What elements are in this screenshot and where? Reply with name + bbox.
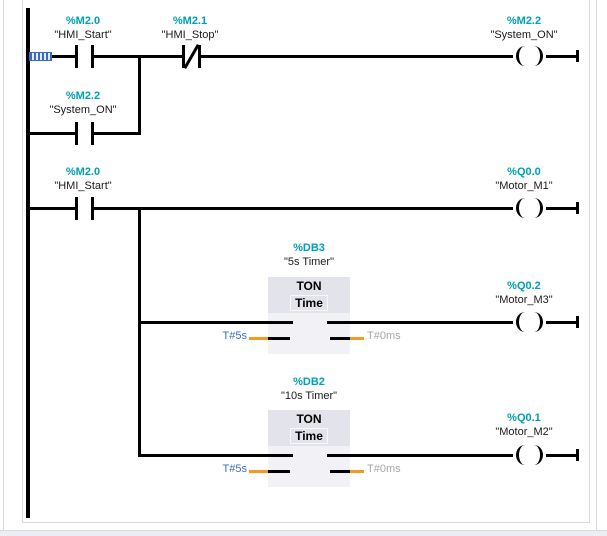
contact-bar bbox=[182, 45, 185, 68]
contact-no-system-on-seal[interactable] bbox=[75, 122, 94, 145]
timer2-et-param-wire bbox=[350, 470, 364, 473]
coil-arc bbox=[516, 445, 529, 465]
coil-motor-m2[interactable] bbox=[513, 444, 546, 467]
timer2-coil-address[interactable]: %Q0.1 bbox=[507, 412, 541, 424]
timer2-db-name[interactable]: "10s Timer" bbox=[280, 390, 338, 402]
contact-bar bbox=[91, 197, 94, 220]
rung1-coil-address[interactable]: %M2.2 bbox=[506, 15, 542, 27]
timer1-block-type: TON bbox=[296, 279, 322, 293]
contact-bar bbox=[91, 45, 94, 68]
rung2-contact-address[interactable]: %M2.0 bbox=[65, 166, 101, 178]
editor-left-edge bbox=[3, 0, 4, 530]
coil-motor-m1[interactable] bbox=[513, 197, 546, 220]
window-bottom-band bbox=[0, 530, 607, 536]
contact-no-hmi-start-rung1[interactable] bbox=[75, 45, 94, 68]
rung1-stop-contact-name[interactable]: "HMI_Stop" bbox=[161, 29, 219, 41]
rung2-coil-name[interactable]: "Motor_M1" bbox=[495, 180, 553, 192]
coil-arc bbox=[516, 312, 529, 332]
rung2-coil-address[interactable]: %Q0.0 bbox=[507, 166, 541, 178]
timer1-pt-param-wire bbox=[249, 337, 268, 340]
timer2-in-wire bbox=[139, 454, 293, 457]
rung1-start-contact-address[interactable]: %M2.0 bbox=[65, 15, 101, 27]
contact-nc-hmi-stop[interactable] bbox=[182, 44, 201, 69]
timer1-pt-pin-stub bbox=[268, 337, 290, 340]
seal-contact-address[interactable]: %M2.2 bbox=[65, 90, 101, 102]
rung1-right-terminal bbox=[576, 50, 579, 62]
timer1-rung-right-terminal bbox=[576, 316, 579, 328]
rung1-coil-name[interactable]: "System_ON" bbox=[490, 29, 558, 41]
contact-no-hmi-start-rung2[interactable] bbox=[75, 197, 94, 220]
timer1-et-param-wire bbox=[350, 337, 364, 340]
timer2-q-wire bbox=[327, 454, 578, 457]
timer1-db-address[interactable]: %DB3 bbox=[293, 242, 325, 254]
contact-bar bbox=[91, 122, 94, 145]
network-panel-left-border bbox=[22, 0, 23, 523]
timer1-q-wire bbox=[327, 321, 578, 324]
coil-motor-m3[interactable] bbox=[513, 311, 546, 334]
editor-right-edge bbox=[596, 0, 597, 530]
left-power-rail bbox=[26, 8, 30, 518]
timer2-ton-block[interactable]: TON Time IN Q PT ET bbox=[268, 410, 350, 487]
timer1-data-type-dropdown[interactable]: Time bbox=[268, 294, 350, 312]
timer1-et-pin-stub bbox=[330, 337, 350, 340]
rung1-start-contact-name[interactable]: "HMI_Start" bbox=[54, 29, 112, 41]
timer2-et-pin-stub bbox=[330, 470, 350, 473]
rung1-selection-handle[interactable] bbox=[29, 52, 52, 61]
timer2-pt-pin-stub bbox=[268, 470, 290, 473]
timer2-rung-right-terminal bbox=[576, 449, 579, 461]
timer1-db-name[interactable]: "5s Timer" bbox=[284, 256, 334, 268]
timer2-block-type: TON bbox=[296, 412, 322, 426]
timer1-coil-name[interactable]: "Motor_M3" bbox=[495, 294, 553, 306]
contact-bar bbox=[75, 122, 78, 145]
coil-arc bbox=[516, 46, 529, 66]
timer-branch-vertical-wire bbox=[138, 207, 141, 457]
contact-bar bbox=[75, 45, 78, 68]
contact-bar bbox=[198, 45, 201, 68]
rung1-stop-contact-address[interactable]: %M2.1 bbox=[172, 15, 208, 27]
contact-bar bbox=[75, 197, 78, 220]
seal-contact-name[interactable]: "System_ON" bbox=[49, 104, 117, 116]
timer2-pt-value[interactable]: T#5s bbox=[222, 463, 247, 475]
coil-arc bbox=[530, 198, 543, 218]
timer1-ton-block[interactable]: TON Time IN Q PT ET bbox=[268, 277, 350, 354]
timer1-pt-value[interactable]: T#5s bbox=[222, 330, 247, 342]
rung2-right-terminal bbox=[576, 202, 579, 214]
timer2-et-value[interactable]: T#0ms bbox=[367, 463, 401, 475]
seal-branch-vertical-wire bbox=[138, 55, 141, 135]
timer2-db-address[interactable]: %DB2 bbox=[293, 376, 325, 388]
timer1-et-value[interactable]: T#0ms bbox=[367, 330, 401, 342]
coil-arc bbox=[530, 312, 543, 332]
timer2-data-type-dropdown[interactable]: Time bbox=[268, 427, 350, 445]
timer1-in-wire bbox=[139, 321, 293, 324]
network-panel-right-border bbox=[589, 0, 590, 523]
timer2-coil-name[interactable]: "Motor_M2" bbox=[495, 426, 553, 438]
coil-arc bbox=[516, 198, 529, 218]
coil-arc bbox=[530, 46, 543, 66]
timer2-pt-param-wire bbox=[249, 470, 268, 473]
rung1-wire bbox=[28, 55, 578, 58]
coil-arc bbox=[530, 445, 543, 465]
network-panel-bottom-border bbox=[22, 522, 590, 523]
timer1-coil-address[interactable]: %Q0.2 bbox=[507, 280, 541, 292]
rung2-contact-name[interactable]: "HMI_Start" bbox=[54, 180, 112, 192]
rung2-wire bbox=[28, 207, 578, 210]
coil-system-on[interactable] bbox=[513, 45, 546, 68]
